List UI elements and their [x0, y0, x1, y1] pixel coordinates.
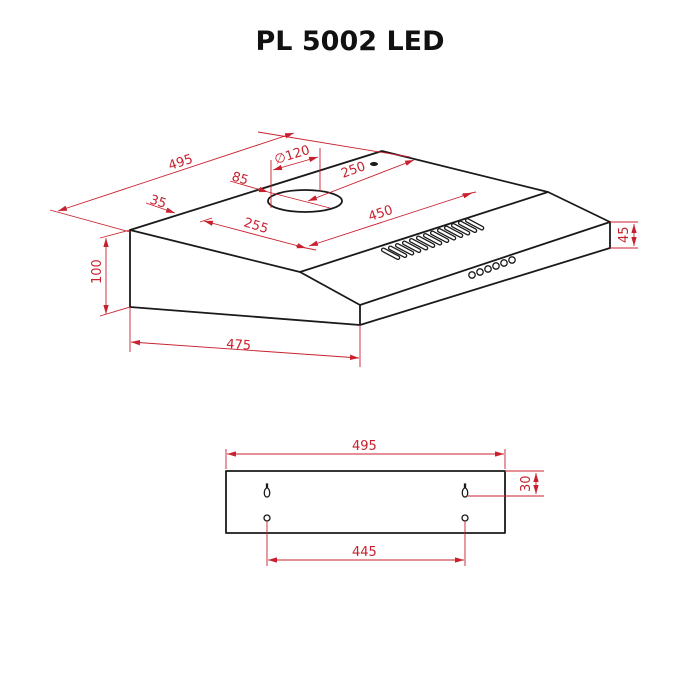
svg-text:450: 450 [367, 203, 395, 225]
mount-hole-icon [461, 514, 469, 522]
back-panel-outline [225, 470, 506, 534]
dim-depth-to-front: 255 [203, 215, 317, 251]
svg-text:100: 100 [90, 259, 105, 284]
svg-text:255: 255 [242, 215, 270, 237]
vent-slots [380, 218, 485, 261]
dim-front-height: 45 [610, 221, 638, 249]
keyhole-mount-icon [263, 483, 271, 498]
control-button-icon [476, 268, 484, 276]
dim-front-width: 450 [308, 191, 477, 247]
mount-hole-icon [263, 514, 271, 522]
dim-duct-diameter: ∅120 [270, 143, 321, 208]
dim-duct-offset-back: 250 [307, 159, 415, 202]
control-button-icon [500, 259, 508, 267]
control-buttons [468, 256, 516, 279]
duct-opening [267, 189, 343, 213]
dim-back-total-width: 495 [225, 439, 506, 469]
product-title: PL 5002 LED [255, 26, 445, 57]
dim-back-offset: 35 [145, 193, 213, 223]
cable-hole-icon [370, 162, 378, 166]
control-button-icon [484, 265, 492, 273]
hood-back-view: 495 30 445 [225, 439, 544, 566]
dim-duct-offset-side: 85 [230, 169, 331, 209]
dim-depth: 475 [129, 307, 361, 367]
dim-mount-hole-offset: 30 [467, 470, 544, 497]
hood-isometric-view: 495 35 255 85 ∅120 2 [49, 131, 638, 367]
dim-height: 100 [90, 229, 131, 317]
dim-mount-hole-spacing: 445 [266, 521, 466, 566]
svg-text:475: 475 [226, 337, 252, 354]
dim-total-width: 495 [49, 131, 411, 233]
svg-text:445: 445 [352, 545, 377, 560]
svg-text:30: 30 [519, 475, 534, 492]
svg-text:495: 495 [352, 439, 377, 454]
control-button-icon [508, 256, 516, 264]
svg-text:495: 495 [167, 152, 195, 174]
control-button-icon [468, 271, 476, 279]
keyhole-mount-icon [461, 483, 469, 498]
svg-text:35: 35 [148, 193, 168, 212]
control-button-icon [492, 262, 500, 270]
svg-text:85: 85 [230, 169, 250, 188]
svg-text:45: 45 [617, 226, 632, 243]
